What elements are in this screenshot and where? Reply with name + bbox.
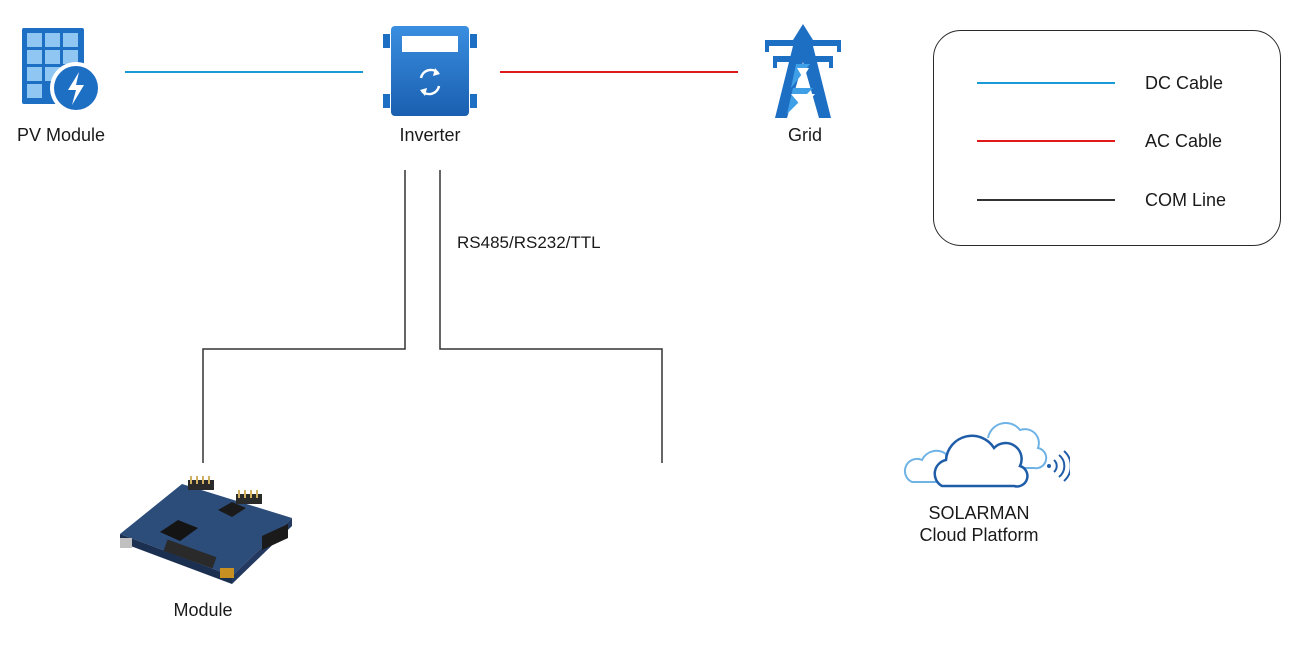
inverter-label: Inverter <box>399 125 461 145</box>
transmission-tower-icon <box>765 24 841 118</box>
pcb-module-icon <box>120 476 292 584</box>
wireless-signal-icon <box>1047 450 1070 482</box>
grid-label: Grid <box>787 125 822 145</box>
legend-row-dc: DC Cable <box>934 71 1280 95</box>
legend-swatch-dc <box>977 82 1115 84</box>
module-node <box>112 474 296 586</box>
inverter-icon <box>383 26 477 116</box>
solar-panel-icon <box>22 28 102 114</box>
pv-module-label: PV Module <box>16 125 106 145</box>
legend-swatch-com <box>977 199 1115 201</box>
grid-node <box>763 22 843 120</box>
com-protocol-label: RS485/RS232/TTL <box>457 233 601 252</box>
com-line-to-module <box>202 170 406 463</box>
inverter-node <box>383 26 477 118</box>
cloud-node <box>902 418 1072 490</box>
legend: DC Cable AC Cable COM Line <box>933 30 1281 246</box>
module-label: Module <box>173 600 233 620</box>
cloud-label-line2: Cloud Platform <box>919 525 1039 545</box>
legend-label-dc: DC Cable <box>1145 73 1224 93</box>
cloud-icon <box>903 422 1048 488</box>
legend-label-ac: AC Cable <box>1145 131 1223 151</box>
pv-module-node <box>20 26 106 114</box>
legend-row-ac: AC Cable <box>934 129 1280 153</box>
legend-row-com: COM Line <box>934 188 1280 212</box>
legend-swatch-ac <box>977 140 1115 142</box>
com-line-to-open-end <box>439 170 663 463</box>
legend-label-com: COM Line <box>1145 190 1227 210</box>
cloud-label-line1: SOLARMAN <box>928 503 1030 523</box>
